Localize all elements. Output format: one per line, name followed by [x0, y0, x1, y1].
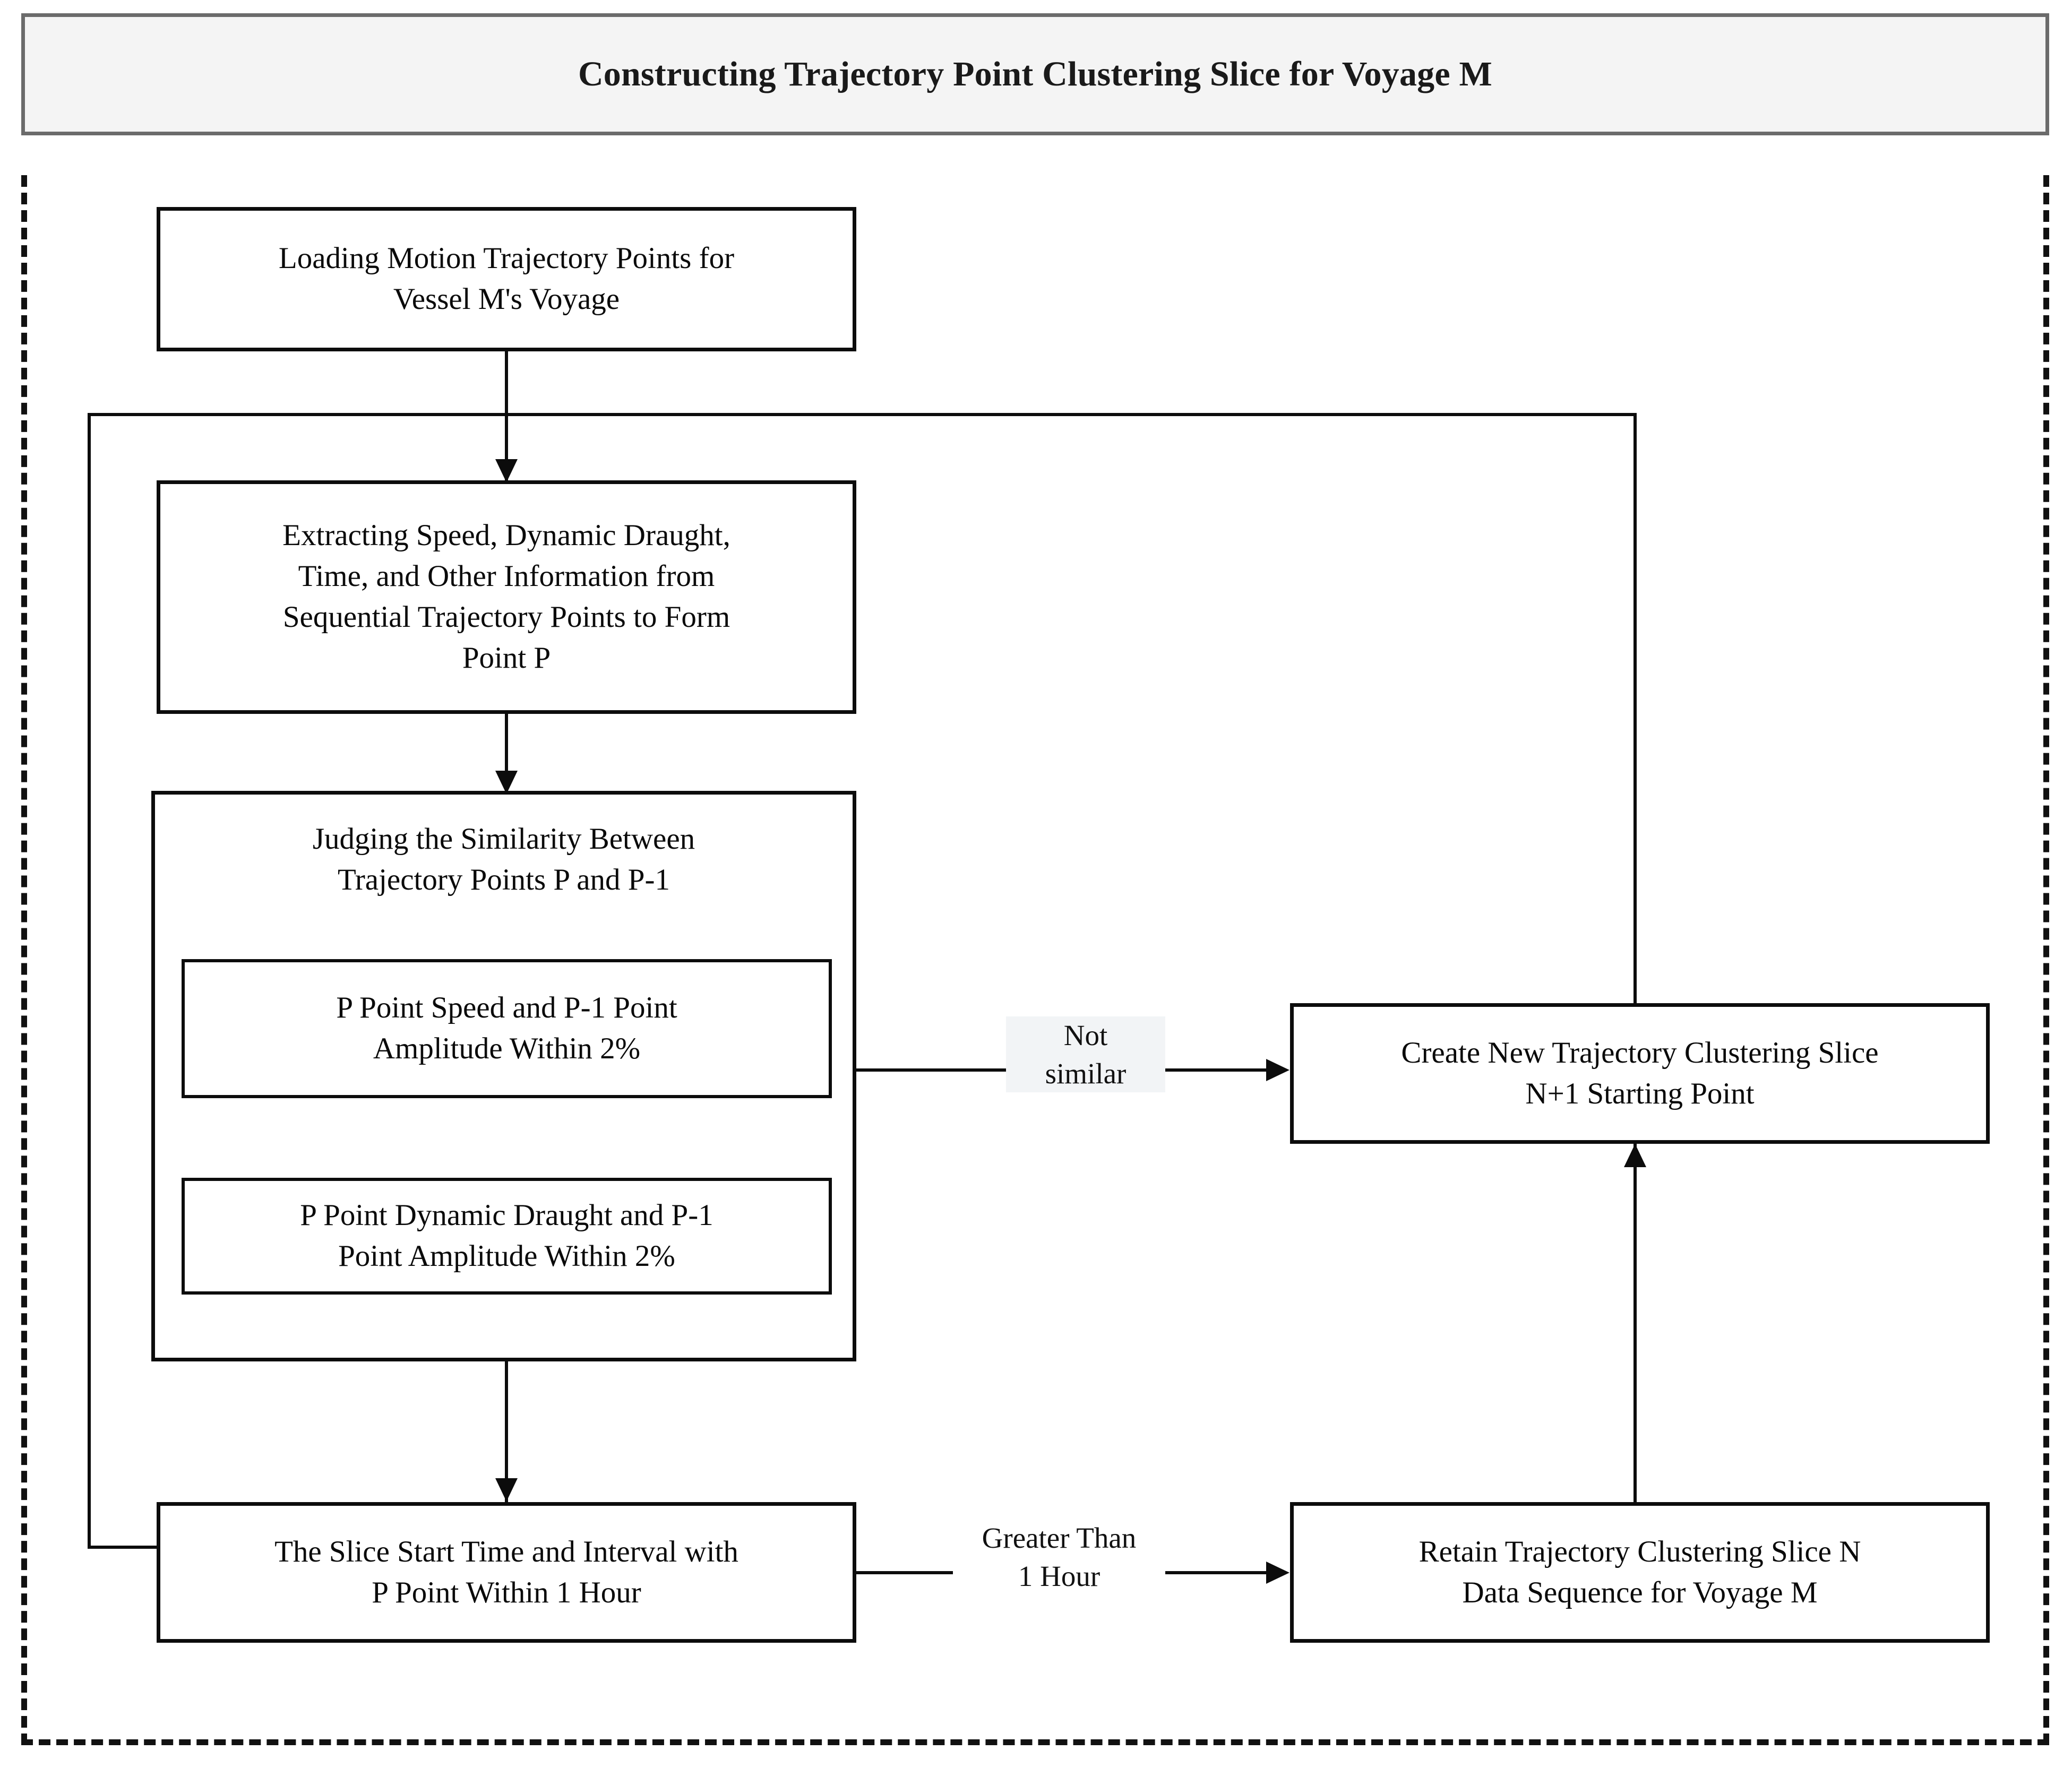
node-load-trajectory-points[interactable]: Loading Motion Trajectory Points for Ves…	[157, 207, 856, 351]
arrowhead-load-to-extract	[495, 459, 518, 482]
edge-label-greater-than-one-hour: Greater Than 1 Hour	[982, 1522, 1137, 1592]
connector-judge-to-time-check	[505, 1361, 508, 1518]
node-judge-similarity-group[interactable]: Judging the Similarity Between Trajector…	[151, 791, 856, 1361]
node-load-trajectory-points-label: Loading Motion Trajectory Points for Ves…	[278, 242, 735, 316]
connector-greater-hour-left	[856, 1571, 953, 1574]
node-extract-features[interactable]: Extracting Speed, Dynamic Draught, Time,…	[157, 480, 856, 714]
node-retain-slice[interactable]: Retain Trajectory Clustering Slice N Dat…	[1290, 1502, 1990, 1643]
node-slice-start-time-check[interactable]: The Slice Start Time and Interval with P…	[157, 1502, 856, 1643]
page-title: Constructing Trajectory Point Clustering…	[578, 54, 1493, 93]
connector-load-to-extract	[505, 351, 508, 503]
connector-feedback-top-horizontal	[88, 413, 1637, 416]
connector-not-similar-left	[856, 1068, 1097, 1072]
connector-feedback-into-time-check	[88, 1546, 159, 1549]
arrowhead-judge-to-time-check	[495, 1478, 518, 1502]
connector-feedback-left-vertical	[88, 413, 91, 1549]
connector-feedback-right-vertical	[1633, 413, 1637, 1005]
node-create-new-slice-label: Create New Trajectory Clustering Slice N…	[1401, 1036, 1879, 1110]
diagram-title-bar: Constructing Trajectory Point Clustering…	[21, 13, 2049, 135]
connector-retain-to-create	[1633, 1144, 1637, 1504]
node-slice-start-time-check-label: The Slice Start Time and Interval with P…	[274, 1534, 738, 1609]
arrowhead-extract-to-judge	[495, 771, 518, 794]
node-draught-amplitude-check[interactable]: P Point Dynamic Draught and P-1 Point Am…	[182, 1178, 832, 1295]
node-retain-slice-label: Retain Trajectory Clustering Slice N Dat…	[1418, 1534, 1861, 1609]
arrowhead-not-similar	[1266, 1059, 1289, 1081]
node-extract-features-label: Extracting Speed, Dynamic Draught, Time,…	[282, 519, 730, 675]
connector-extract-to-judge	[505, 714, 508, 794]
node-speed-amplitude-check[interactable]: P Point Speed and P-1 Point Amplitude Wi…	[182, 959, 832, 1098]
edge-label-not-similar: Not similar	[1006, 1016, 1165, 1092]
node-create-new-slice[interactable]: Create New Trajectory Clustering Slice N…	[1290, 1003, 1990, 1144]
connector-not-similar-right	[1165, 1068, 1268, 1072]
arrowhead-greater-hour	[1266, 1562, 1289, 1584]
node-draught-amplitude-check-label: P Point Dynamic Draught and P-1 Point Am…	[300, 1198, 713, 1273]
node-speed-amplitude-check-label: P Point Speed and P-1 Point Amplitude Wi…	[336, 991, 677, 1065]
arrowhead-retain-to-create	[1624, 1144, 1646, 1167]
node-judge-similarity-label: Judging the Similarity Between Trajector…	[312, 822, 695, 896]
connector-greater-hour-right	[1165, 1571, 1268, 1574]
